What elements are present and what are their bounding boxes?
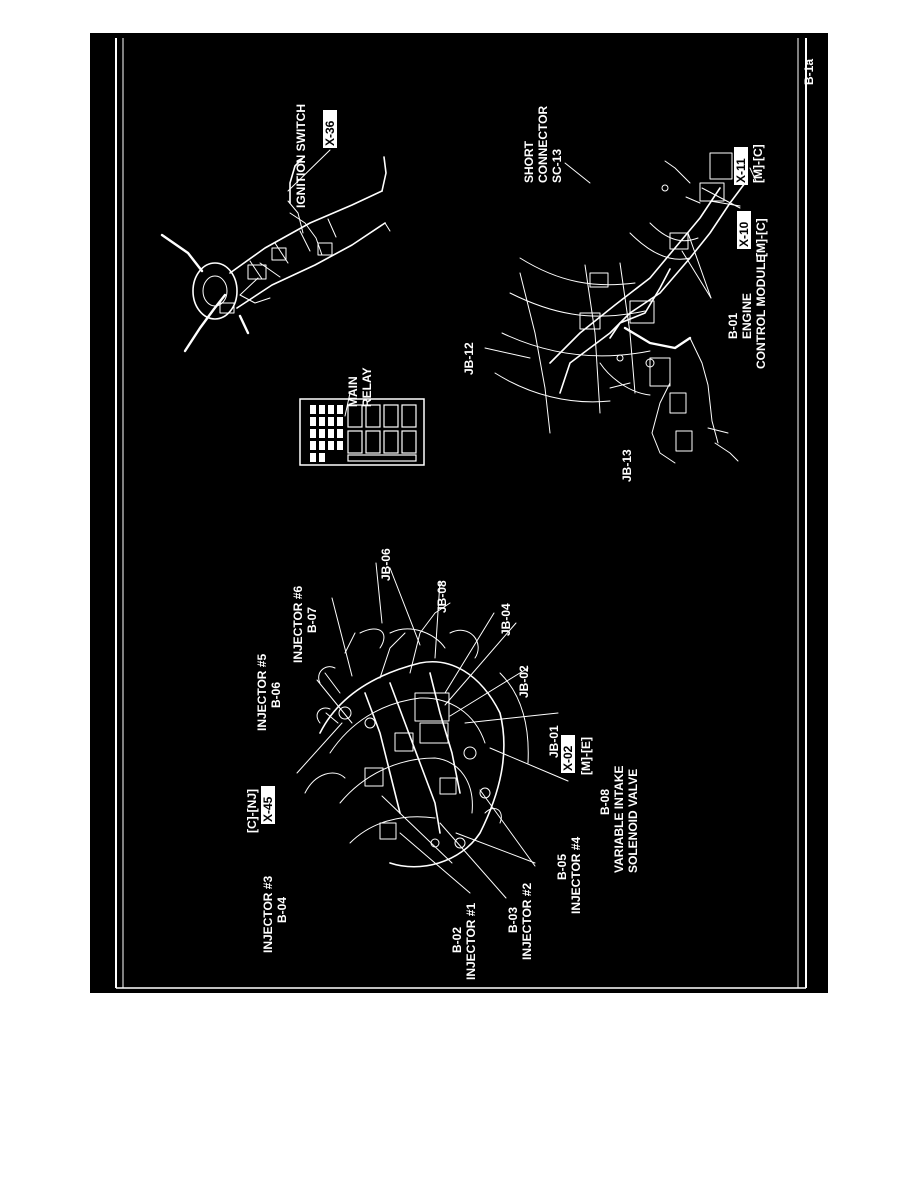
diagram-sheet: B-1a IGNITION SWITCH X-36 bbox=[90, 33, 828, 993]
jb13-label: JB-13 bbox=[620, 449, 634, 482]
x10-note: [M]-[C] bbox=[754, 218, 768, 257]
jb02-label: JB-02 bbox=[517, 665, 531, 698]
jb01-label: JB-01 bbox=[547, 725, 561, 758]
injector4-label-2: INJECTOR #4 bbox=[569, 837, 583, 914]
injector6-label-2: B-07 bbox=[305, 607, 319, 633]
x02-note: [M]-[E] bbox=[579, 737, 593, 775]
vis-label-2: VARIABLE INTAKE bbox=[612, 765, 626, 873]
injector3-label-2: B-04 bbox=[275, 897, 289, 923]
ignition-connector-box bbox=[323, 110, 337, 148]
x11-connector-box bbox=[734, 147, 748, 185]
x45-note: [C]-[NJ] bbox=[245, 789, 259, 833]
ecm-label-3: CONTROL MODULE bbox=[754, 255, 768, 369]
injector1-label-2: INJECTOR #1 bbox=[464, 903, 478, 980]
steering-column-illustration bbox=[160, 149, 391, 353]
injector5-label-2: B-06 bbox=[269, 682, 283, 708]
x11-note: [M]-[C] bbox=[751, 144, 765, 183]
x45-connector-label: X-45 bbox=[261, 796, 275, 822]
short-connector-label-3: SC-13 bbox=[550, 149, 564, 183]
x10-connector-box bbox=[737, 211, 751, 249]
jb04-label: JB-04 bbox=[499, 603, 513, 636]
short-connector-label-1: SHORT bbox=[522, 140, 536, 183]
vis-label-1: B-08 bbox=[598, 789, 612, 815]
page-code: B-1a bbox=[802, 59, 816, 85]
ecm-label-2: ENGINE bbox=[740, 293, 754, 339]
injector6-label-1: INJECTOR #6 bbox=[291, 586, 305, 663]
x11-connector-label: X-11 bbox=[734, 158, 748, 183]
main-relay-label-1: MAIN bbox=[346, 376, 360, 407]
main-relay-label-2: RELAY bbox=[360, 367, 374, 407]
wiring-diagram: B-1a IGNITION SWITCH X-36 bbox=[115, 38, 816, 989]
injector2-label-1: B-03 bbox=[506, 907, 520, 933]
short-connector-label-2: CONNECTOR bbox=[536, 106, 550, 183]
injector3-label-1: INJECTOR #3 bbox=[261, 876, 275, 953]
ignition-connector-label: X-36 bbox=[323, 120, 337, 146]
jb08-label: JB-08 bbox=[435, 580, 449, 613]
vis-label-3: SOLENOID VALVE bbox=[626, 769, 640, 873]
x02-connector-label: X-02 bbox=[561, 745, 575, 771]
jb12-label: JB-12 bbox=[462, 342, 476, 375]
engine-harness-illustration bbox=[296, 562, 569, 899]
main-relay-fuse-box bbox=[299, 392, 425, 466]
dashboard-ecm-illustration bbox=[484, 152, 757, 464]
x45-connector-box bbox=[261, 786, 275, 824]
injector5-label-1: INJECTOR #5 bbox=[255, 654, 269, 731]
jb06-label: JB-06 bbox=[379, 548, 393, 581]
ecm-label-1: B-01 bbox=[726, 313, 740, 339]
injector1-label-1: B-02 bbox=[450, 927, 464, 953]
x02-connector-box bbox=[561, 735, 575, 773]
ignition-switch-label: IGNITION SWITCH bbox=[294, 104, 308, 208]
x10-connector-label: X-10 bbox=[737, 221, 751, 247]
injector2-label-2: INJECTOR #2 bbox=[520, 883, 534, 960]
injector4-label-1: B-05 bbox=[555, 854, 569, 880]
